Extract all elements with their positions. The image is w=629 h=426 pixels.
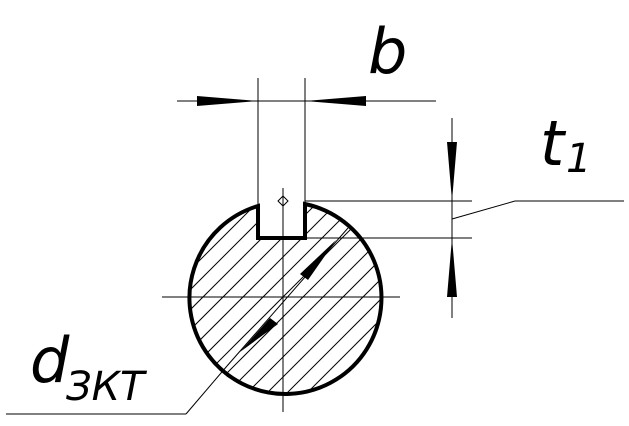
depth-arrow-top	[447, 142, 457, 201]
label-depth-subscript: 1	[566, 136, 591, 182]
diameter-arrow-lower	[240, 318, 278, 352]
width-arrow-left	[197, 96, 258, 106]
depth-arrow-bottom	[447, 238, 457, 297]
keyway-center-mark	[277, 195, 289, 207]
label-depth: t	[540, 107, 567, 180]
label-diameter: d	[30, 324, 70, 397]
label-width: b	[368, 15, 407, 88]
diameter-arrow-upper	[300, 240, 336, 280]
center-lines	[162, 188, 400, 412]
shaft-outline	[187, 201, 384, 396]
width-dimension	[177, 78, 436, 206]
width-arrow-right	[305, 96, 366, 106]
label-diameter-subscript: ЗКТ	[66, 364, 148, 410]
